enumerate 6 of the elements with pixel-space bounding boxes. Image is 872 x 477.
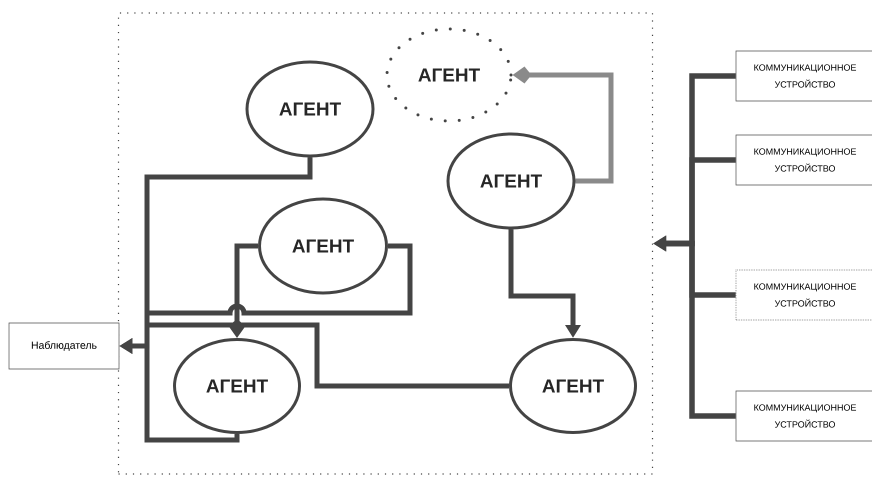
observer-box: Наблюдатель [8,322,120,370]
device-box: КОММУНИКАЦИОННОЕ УСТРОЙСТВО [736,134,872,186]
device-box: КОММУНИКАЦИОННОЕ УСТРОЙСТВО [736,270,872,320]
device-box: КОММУНИКАЦИОННОЕ УСТРОЙСТВО [736,390,872,442]
dotted-frame [118,12,654,475]
device-box: КОММУНИКАЦИОННОЕ УСТРОЙСТВО [736,50,872,102]
